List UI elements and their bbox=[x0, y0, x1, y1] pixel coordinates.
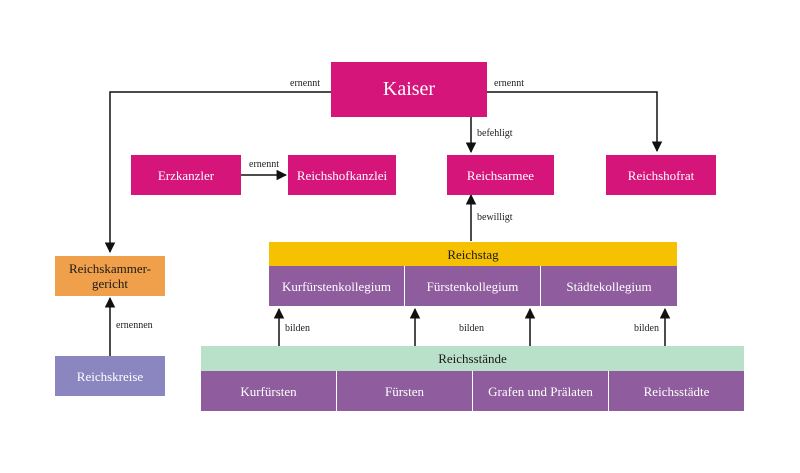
node-reichshofkanzlei: Reichshofkanzlei bbox=[288, 155, 396, 195]
label-staende-fuersten: bilden bbox=[459, 323, 484, 334]
label-erzkanzler-kanzlei: ernennt bbox=[249, 159, 279, 170]
node-reichskreise: Reichskreise bbox=[55, 356, 165, 396]
node-fuersten: Fürsten bbox=[337, 371, 473, 411]
node-kurfuersten: Kurfürsten bbox=[201, 371, 337, 411]
staende-gruppen: Kurfürsten Fürsten Grafen und Prälaten R… bbox=[201, 371, 744, 411]
label-kaiser-armee: befehligt bbox=[477, 128, 513, 139]
node-reichstag: Reichstag bbox=[269, 242, 677, 266]
label-kaiser-gericht: ernennt bbox=[290, 78, 320, 89]
node-grafen-praelaten: Grafen und Prälaten bbox=[473, 371, 609, 411]
label-kreise-gericht: ernennen bbox=[116, 320, 153, 331]
node-erzkanzler: Erzkanzler bbox=[131, 155, 241, 195]
node-reichsstaende: Reichsstände bbox=[201, 346, 744, 371]
label-staende-staedte: bilden bbox=[634, 323, 659, 334]
reichstag-kollegien: Kurfürstenkollegium Fürstenkollegium Stä… bbox=[269, 266, 677, 306]
node-kaiser: Kaiser bbox=[331, 62, 487, 117]
node-reichskammergericht: Reichskammer- gericht bbox=[55, 256, 165, 296]
node-staedtekollegium: Städtekollegium bbox=[541, 266, 677, 306]
label-kaiser-hofrat: ernennt bbox=[494, 78, 524, 89]
node-reichsstaedte: Reichsstädte bbox=[609, 371, 744, 411]
node-reichsarmee: Reichsarmee bbox=[447, 155, 554, 195]
edge-kaiser-hofrat bbox=[487, 91, 663, 153]
node-kurfuerstenkollegium: Kurfürstenkollegium bbox=[269, 266, 405, 306]
edge-kaiser-gericht bbox=[104, 91, 331, 254]
node-fuerstenkollegium: Fürstenkollegium bbox=[405, 266, 541, 306]
node-reichshofrat: Reichshofrat bbox=[606, 155, 716, 195]
label-staende-kurfuersten: bilden bbox=[285, 323, 310, 334]
label-reichstag-armee: bewilligt bbox=[477, 212, 513, 223]
